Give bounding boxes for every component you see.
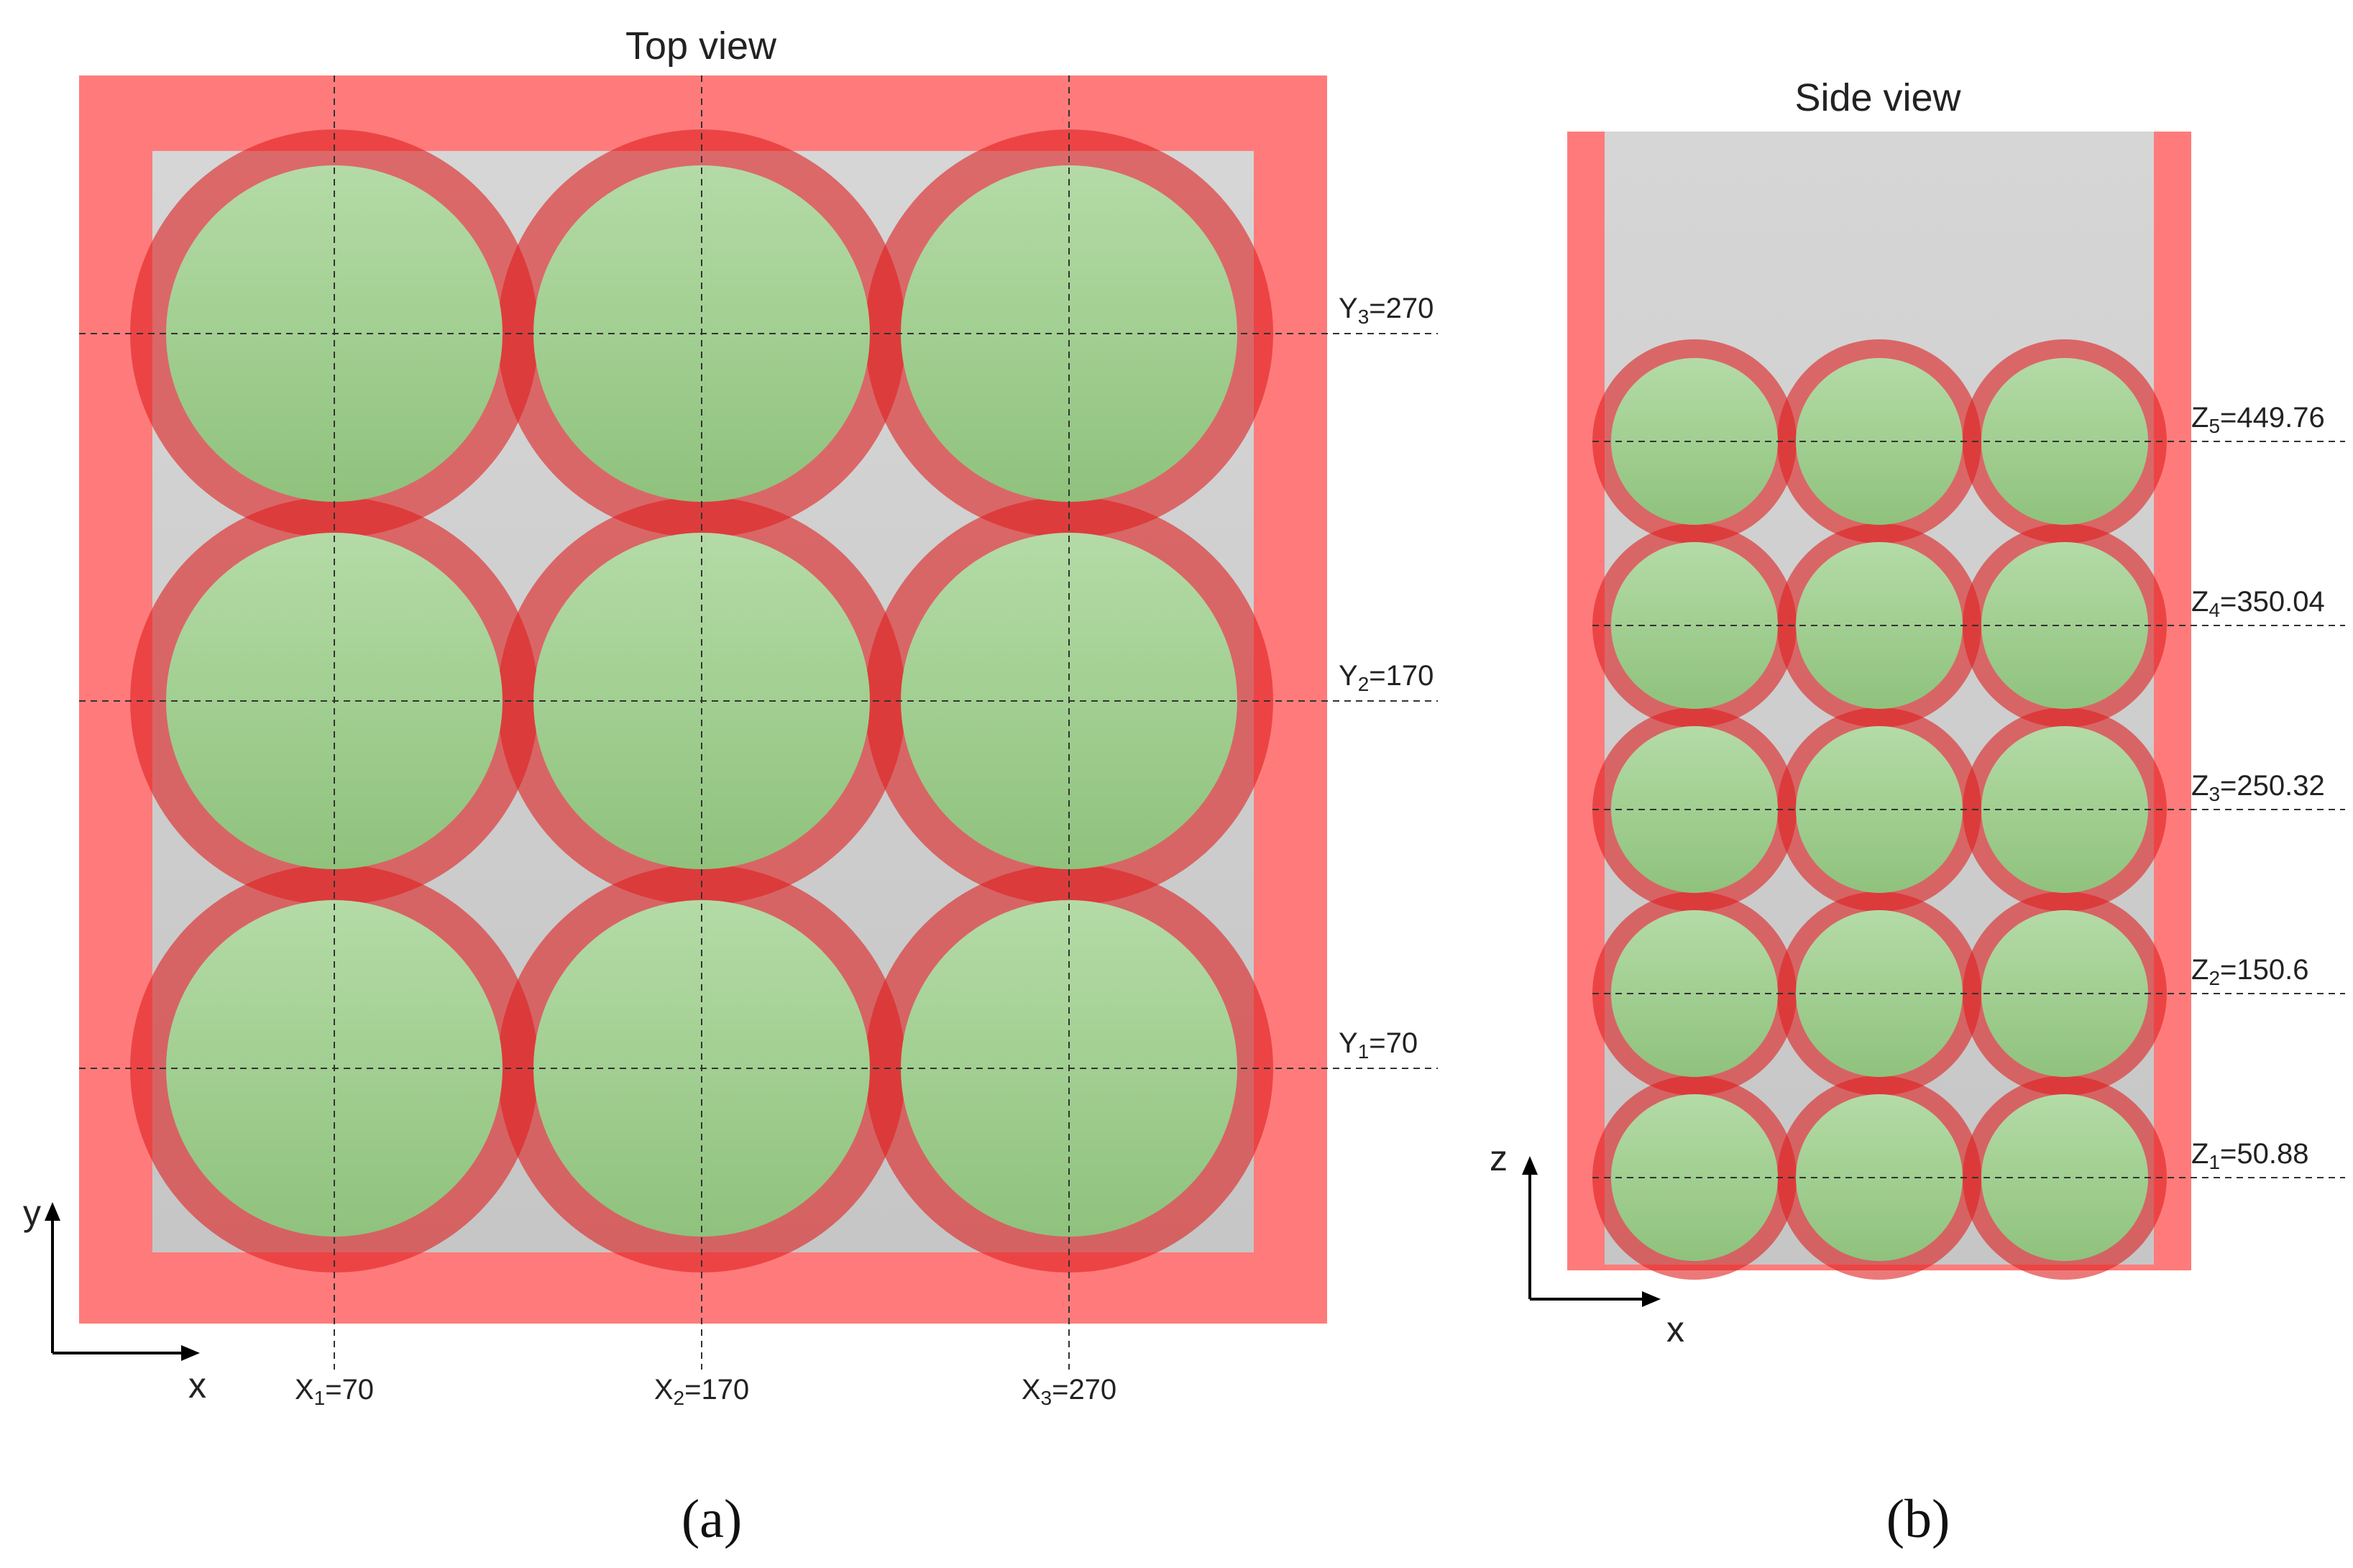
side-x-axis-arrowhead: [1642, 1291, 1661, 1307]
z-axis-letter: z: [1490, 1138, 1508, 1178]
side-view-axes: z x: [1490, 1138, 1684, 1349]
x-axis-arrowhead: [181, 1345, 200, 1361]
z2-label: Z2=150.6: [2191, 954, 2308, 989]
x-axis-letter: x: [188, 1365, 206, 1406]
side-x-axis-letter: x: [1666, 1309, 1684, 1349]
z5-label: Z5=449.76: [2191, 402, 2325, 437]
z-axis-arrowhead: [1522, 1156, 1538, 1175]
sphere-core: [1611, 726, 1778, 893]
sphere-core: [1611, 542, 1778, 709]
x3-label: X3=270: [1022, 1374, 1116, 1409]
z4-label: Z4=350.04: [2191, 586, 2325, 621]
y-axis-arrowhead: [45, 1202, 60, 1221]
z1-label: Z1=50.88: [2191, 1138, 2308, 1173]
panel-label-a: (a): [682, 1489, 742, 1549]
y2-label: Y2=170: [1339, 660, 1434, 695]
sphere-core: [1611, 1094, 1778, 1261]
sphere-core: [1796, 358, 1963, 525]
y1-label: Y1=70: [1339, 1027, 1418, 1063]
x1-label: X1=70: [295, 1374, 374, 1409]
sphere-core: [1611, 910, 1778, 1077]
z3-label: Z3=250.32: [2191, 770, 2325, 805]
sphere-core: [1796, 542, 1963, 709]
sphere-core: [1796, 910, 1963, 1077]
top-view-guides: [79, 75, 1438, 1370]
y3-label: Y3=270: [1339, 293, 1434, 328]
x2-label: X2=170: [654, 1374, 749, 1409]
y-axis-letter: y: [23, 1193, 41, 1233]
sphere-core: [1796, 726, 1963, 893]
top-view-axes: y x: [23, 1193, 206, 1406]
sphere-core: [1796, 1094, 1963, 1261]
top-view-panel: Top view X1=70 X2=170 X3=270 Y3=270 Y2=1…: [23, 24, 1438, 1549]
side-view-panel: Side view Z5=449.76 Z4=350.04 Z3=250.32 …: [1490, 76, 2345, 1549]
sphere-core: [1611, 358, 1778, 525]
side-view-title: Side view: [1794, 76, 1961, 119]
side-view-guides: [1592, 441, 2345, 1178]
panel-label-b: (b): [1886, 1489, 1950, 1549]
top-view-title: Top view: [625, 24, 777, 68]
